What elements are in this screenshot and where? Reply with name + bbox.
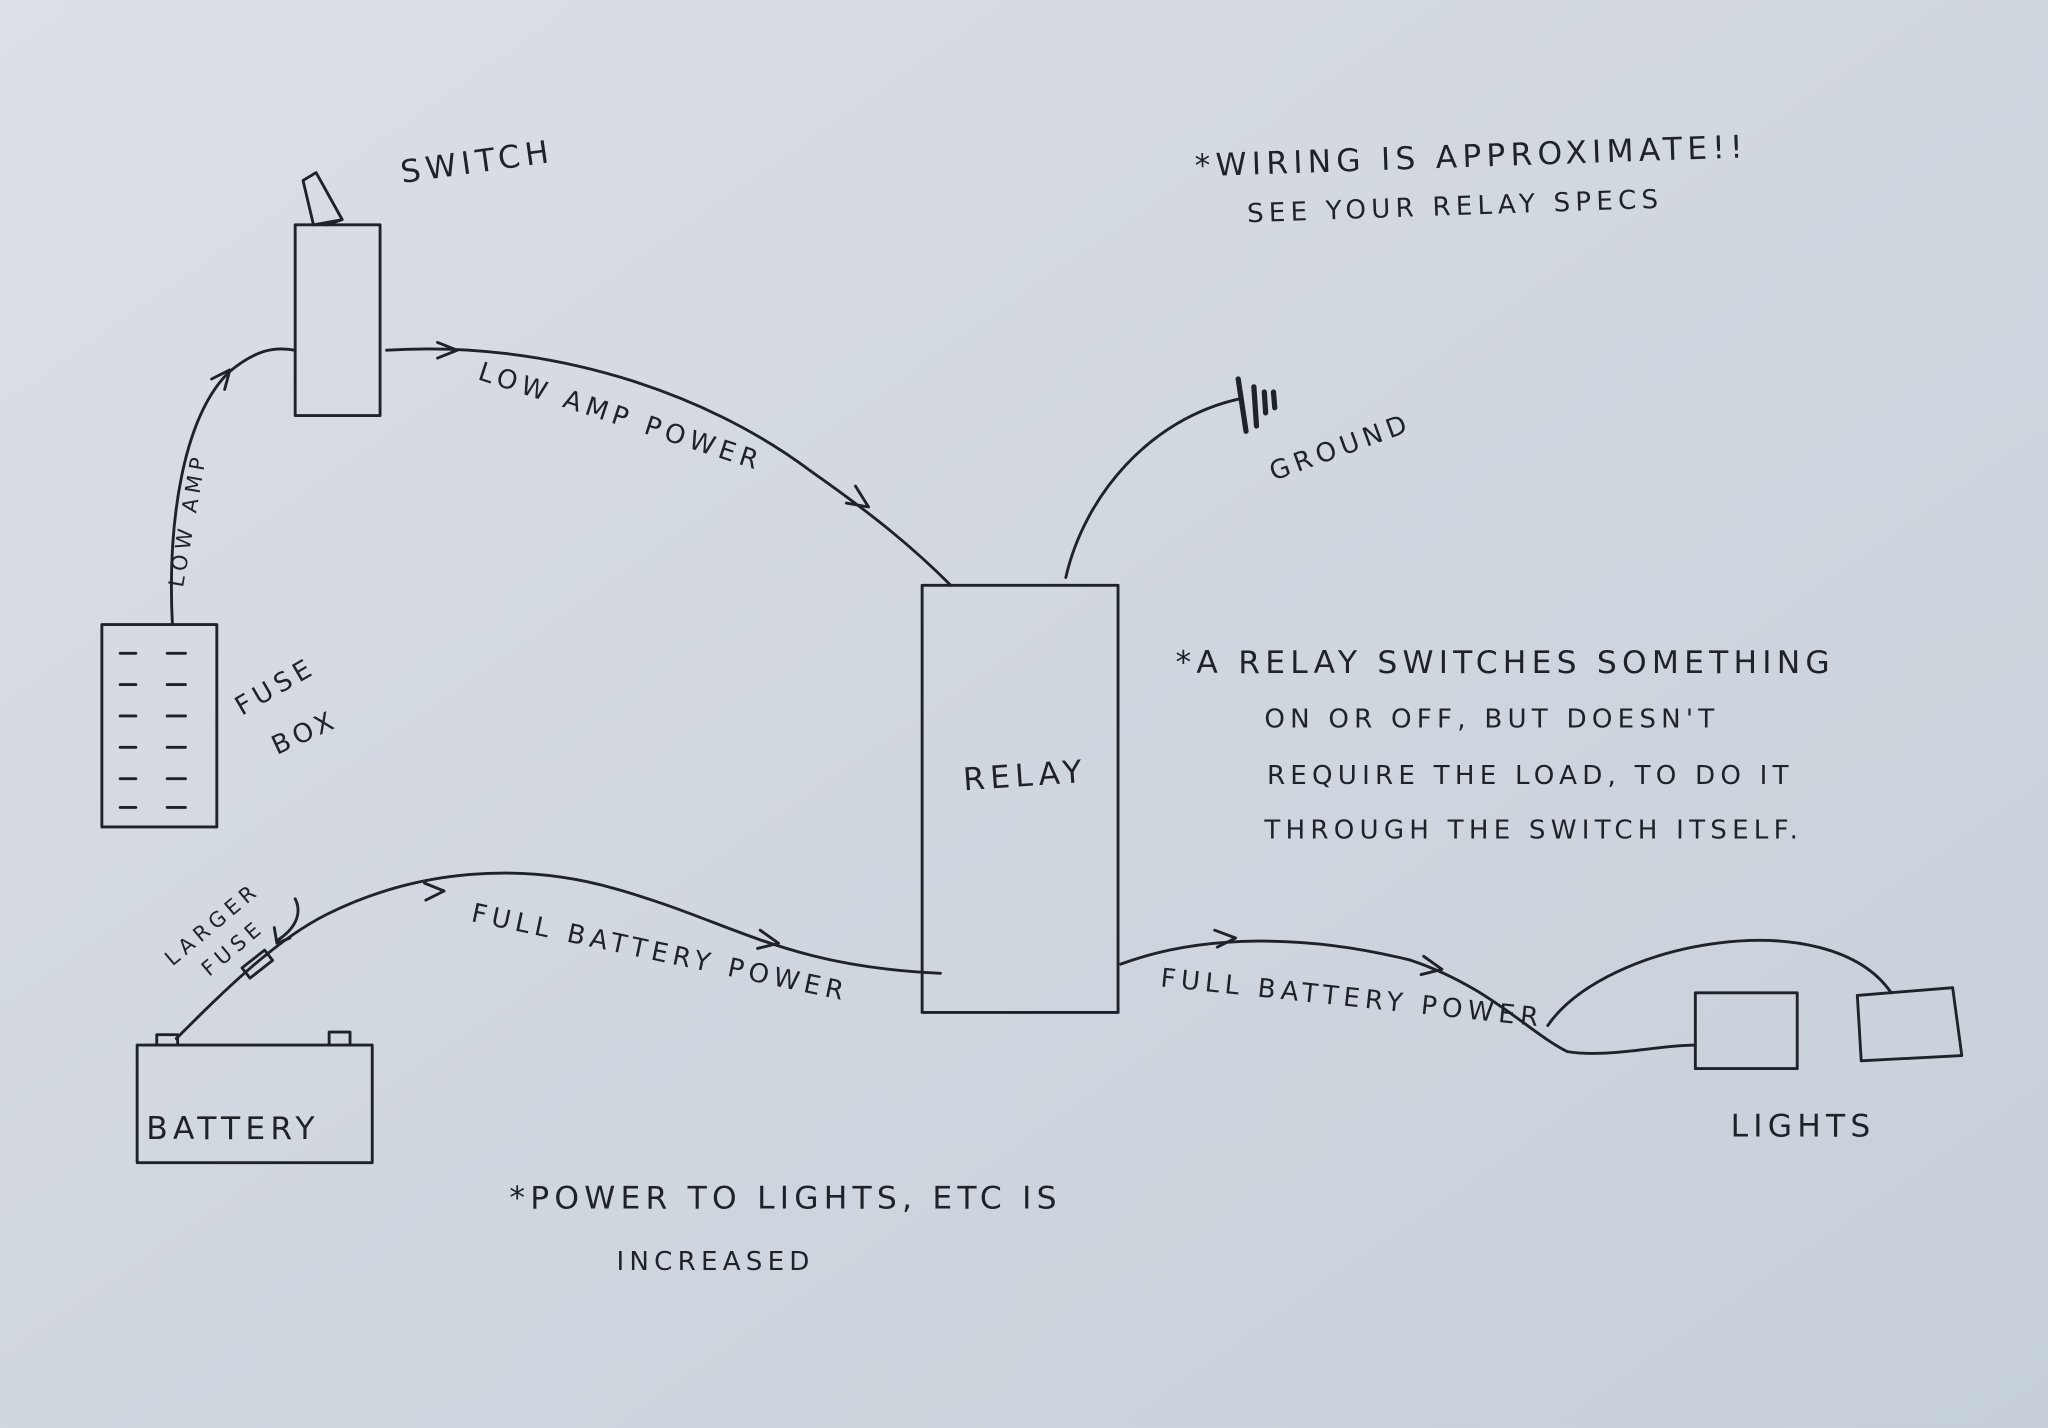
power-note-line-1: *POWER TO LIGHTS, ETC IS — [509, 1180, 1061, 1216]
relay — [920, 583, 1120, 1014]
relay-note-line-2: ON OR OFF, BUT DOESN'T — [1264, 705, 1719, 735]
relay-note-line-3: REQUIRE THE LOAD, TO DO IT — [1267, 761, 1794, 791]
arrow-icon — [844, 484, 871, 509]
relay-note-line-4: THROUGH THE SWITCH ITSELF. — [1263, 816, 1803, 846]
light-2 — [1855, 986, 1964, 1063]
lights-label: LIGHTS — [1731, 1109, 1876, 1145]
power-note-line-2: INCREASED — [616, 1247, 814, 1277]
arrow-icon — [756, 928, 780, 950]
fuse-box — [100, 623, 219, 829]
arrow-icon — [210, 368, 232, 391]
battery-label: BATTERY — [146, 1111, 319, 1147]
ground-wire — [1064, 397, 1243, 579]
relay-note-line-1: *A RELAY SWITCHES SOMETHING — [1176, 645, 1835, 681]
low-amp-power-wire — [385, 347, 953, 587]
pointer-arrow-icon — [272, 897, 300, 945]
ground-symbol-icon — [1235, 376, 1278, 434]
switch — [293, 171, 382, 417]
arrow-icon — [436, 340, 459, 360]
relay-label: RELAY — [962, 754, 1088, 799]
arrow-icon — [1213, 928, 1238, 949]
arrow-icon — [1419, 954, 1444, 977]
arrow-icon — [423, 881, 446, 902]
light-1 — [1693, 991, 1799, 1071]
larger-fuse — [240, 948, 275, 980]
light-link-wire — [1546, 939, 1893, 1027]
low-amp-wire — [170, 347, 297, 626]
battery — [135, 1030, 374, 1165]
